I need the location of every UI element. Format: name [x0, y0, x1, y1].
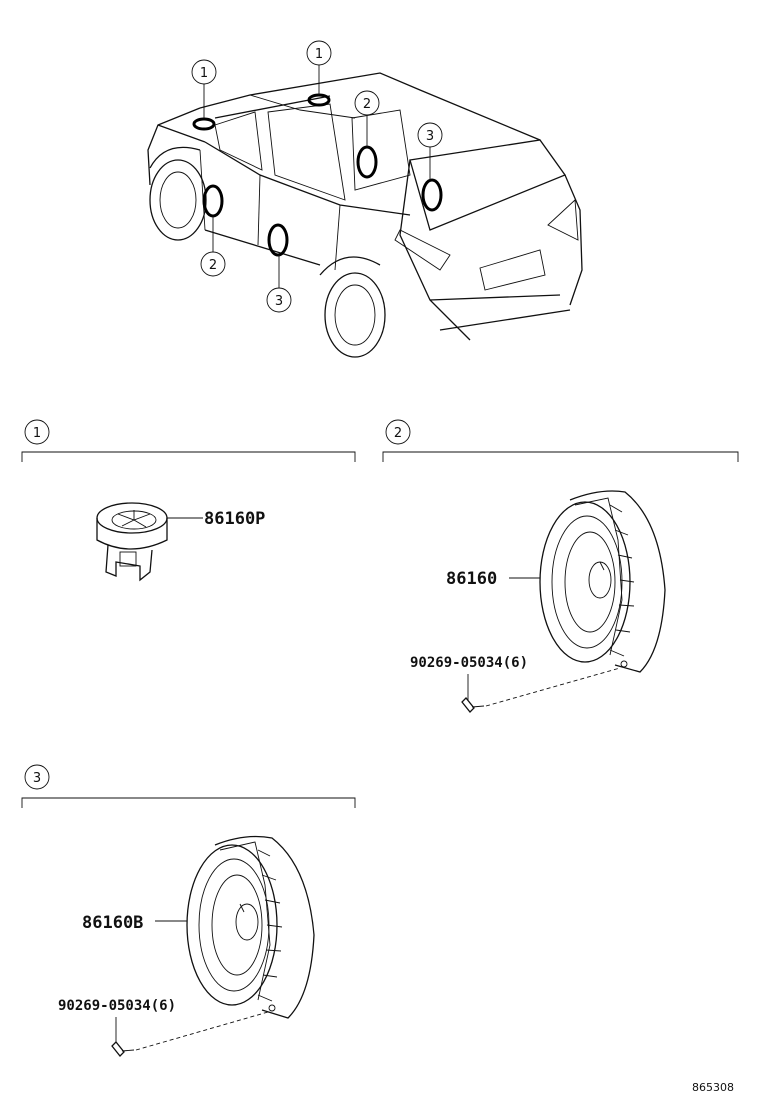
callout-2: 2 [363, 97, 371, 112]
tweeter-illustration [96, 502, 168, 582]
callout-2: 2 [209, 258, 217, 273]
front-door-speaker-location [356, 145, 378, 179]
section-3: 3 86160B 90269-05034(6) [21, 764, 356, 1057]
section-number: 2 [394, 426, 402, 441]
front-door-speaker-illustration [539, 490, 666, 673]
section-2: 2 86160 90269-05034(6) [382, 419, 739, 713]
callout-circle [417, 122, 443, 148]
callout-circle [200, 251, 226, 277]
vehicle-callouts: 1 1 2 2 3 3 [191, 40, 443, 313]
part-number-90269-05034-front: 90269-05034(6) [410, 655, 528, 671]
front-tweeter-location [192, 117, 216, 131]
part-number-86160P: 86160P [204, 509, 265, 529]
callout-3: 3 [275, 294, 283, 309]
rear-door-speaker-location [267, 223, 289, 257]
callout-1: 1 [315, 47, 323, 62]
callout-circle [306, 40, 332, 66]
section-bracket [21, 451, 356, 462]
rear-door-speaker-location [421, 178, 443, 212]
section-bracket [382, 451, 739, 462]
vehicle-illustration [147, 72, 583, 358]
callout-3: 3 [426, 129, 434, 144]
screw-icon [461, 697, 485, 713]
section-number: 3 [33, 771, 41, 786]
speaker-location-highlights [192, 93, 443, 257]
part-number-90269-05034-rear: 90269-05034(6) [58, 998, 176, 1014]
callout-1: 1 [200, 66, 208, 81]
part-number-86160B: 86160B [82, 913, 143, 933]
part-number-86160: 86160 [446, 569, 497, 589]
figure-id: 865308 [692, 1081, 734, 1094]
callout-circle [266, 287, 292, 313]
rear-door-speaker-illustration [186, 835, 315, 1019]
section-1: 1 86160P [21, 419, 356, 582]
callout-circle [191, 59, 217, 85]
section-bracket [21, 797, 356, 808]
section-number: 1 [33, 426, 41, 441]
screw-icon [111, 1041, 135, 1057]
callout-circle [354, 90, 380, 116]
front-door-speaker-location [202, 184, 224, 218]
